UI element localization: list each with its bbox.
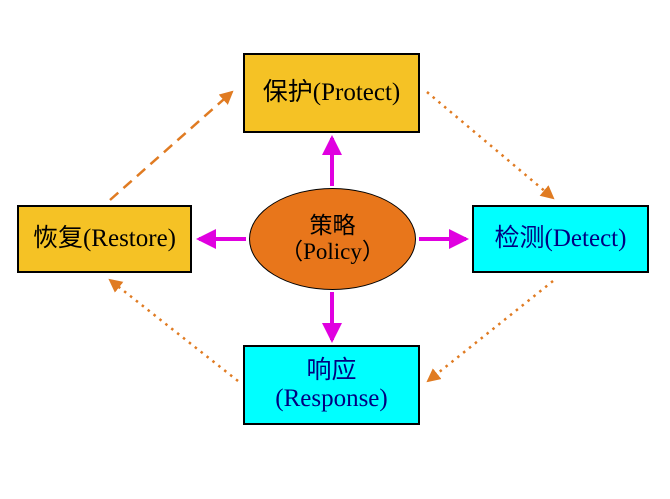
node-response-label-line1: 响应 [306,357,357,384]
node-detect[interactable]: 检测(Detect) [472,205,649,273]
connector-response-to-restore [108,278,239,382]
node-restore-label: 恢复(Restore) [32,225,177,252]
connector-detect-to-response [426,280,554,383]
node-protect[interactable]: 保护(Protect) [243,53,420,133]
node-response-label-line2: (Response) [275,385,388,412]
node-policy[interactable]: 策略 （Policy） [249,188,416,290]
connector-restore-to-protect [109,90,234,201]
connector-protect-to-detect [426,91,555,200]
node-protect-label: 保护(Protect) [262,79,401,106]
node-restore[interactable]: 恢复(Restore) [17,205,192,273]
node-policy-label-line2: （Policy） [280,239,385,264]
node-policy-label-line1: 策略 [309,213,356,239]
node-detect-label: 检测(Detect) [494,225,627,252]
node-response[interactable]: 响应 (Response) [243,345,420,425]
